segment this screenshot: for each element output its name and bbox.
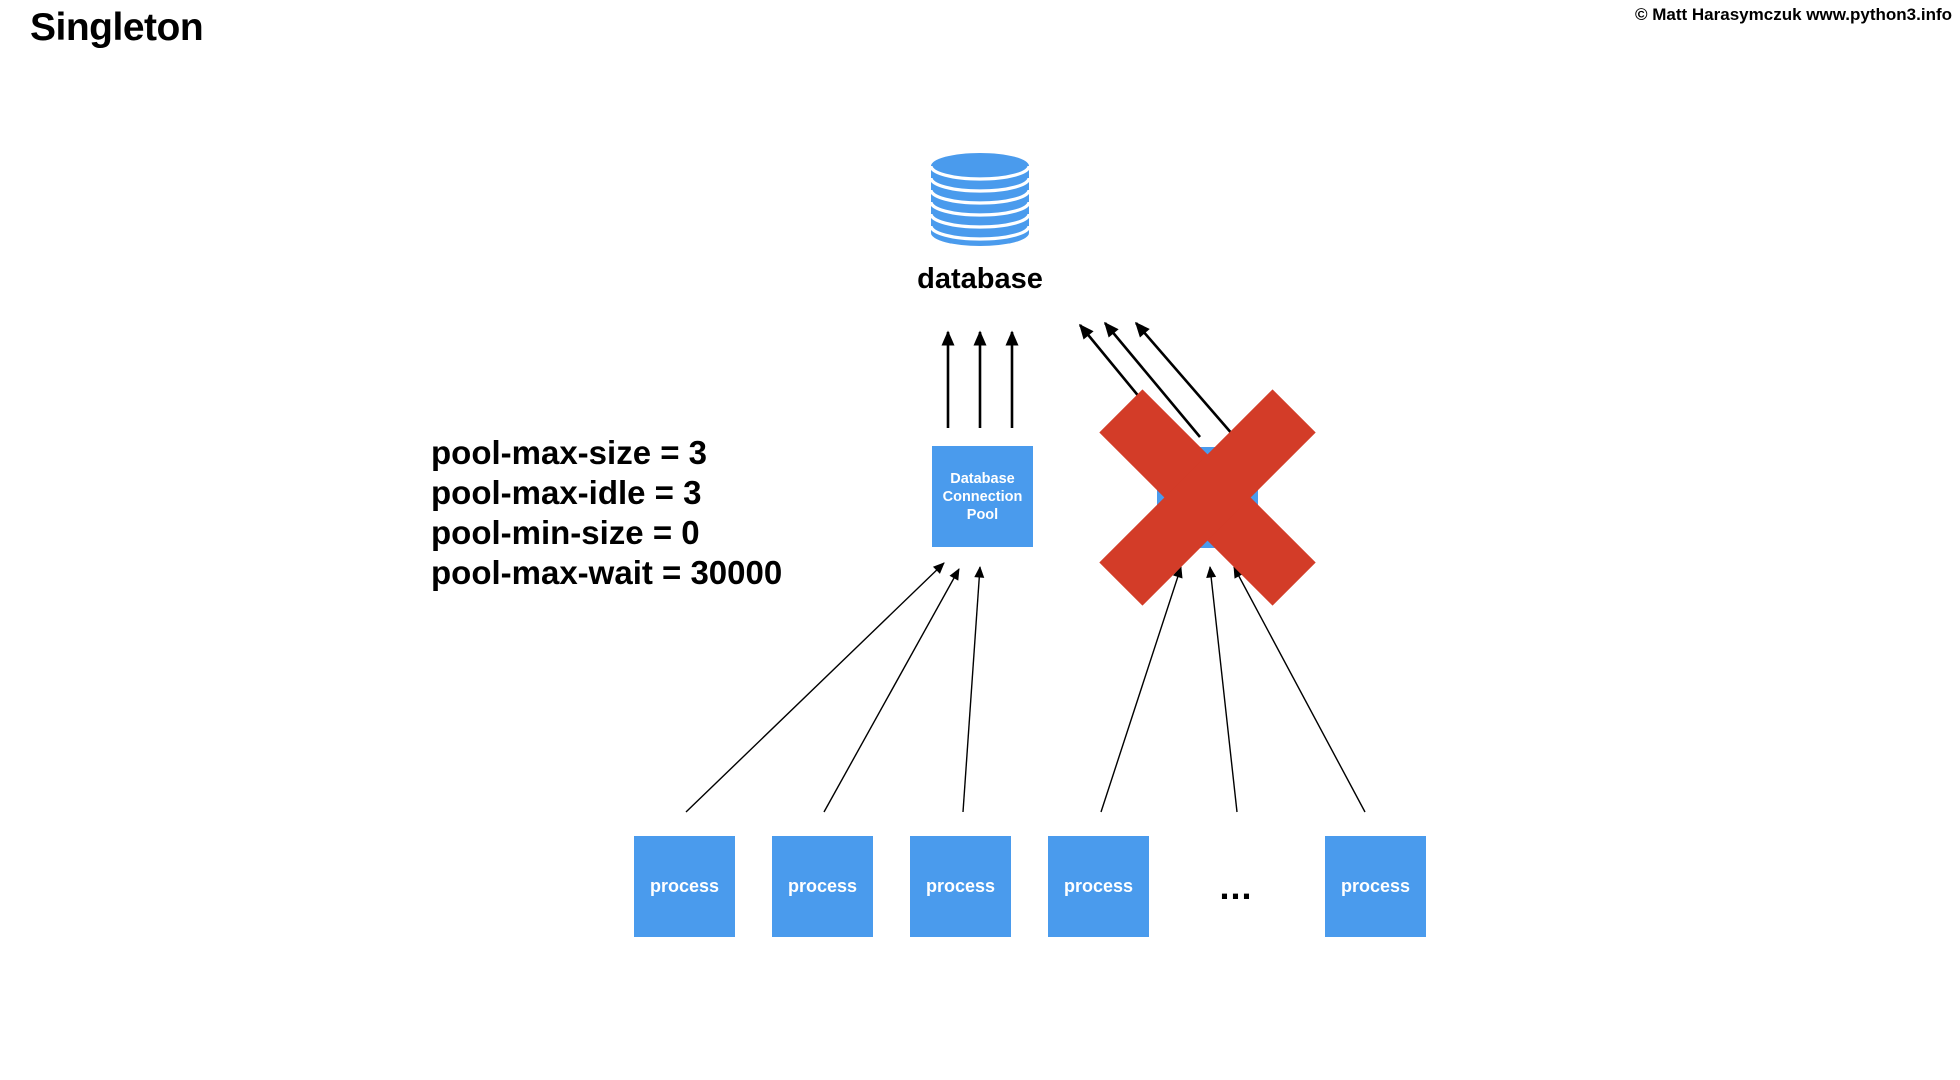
page-title: Singleton	[30, 6, 204, 49]
database-cylinder-icon	[929, 152, 1031, 247]
pool-parameters: pool-max-size = 3 pool-max-idle = 3 pool…	[431, 433, 782, 593]
process-label: process	[925, 876, 996, 896]
database-label: database	[917, 263, 1043, 295]
param-line: pool-max-wait = 30000	[431, 554, 783, 591]
process-label: process	[1340, 876, 1411, 896]
process-box-5: process	[1325, 836, 1426, 937]
process-box-2: process	[772, 836, 873, 937]
param-line: pool-min-size = 0	[431, 514, 700, 551]
copyright-note: © Matt Harasymczuk www.python3.info	[1635, 5, 1952, 24]
process-box-4: process	[1048, 836, 1149, 937]
process-label: process	[1063, 876, 1134, 896]
process-label: process	[649, 876, 720, 896]
pool-box-label-line: Database	[950, 470, 1015, 487]
pool-box-label-line: Connection	[942, 488, 1023, 505]
process-box-1: process	[634, 836, 735, 937]
param-line: pool-max-size = 3	[431, 434, 708, 471]
pool-to-database-arrows	[941, 330, 1019, 428]
more-processes-ellipsis: ...	[1219, 865, 1253, 907]
process-to-pool-arrows	[685, 562, 985, 813]
pool-box-label-line: Pool	[966, 506, 999, 523]
database-connection-pool-box: Database Connection Pool	[932, 446, 1033, 547]
process-box-3: process	[910, 836, 1011, 937]
param-line: pool-max-idle = 3	[431, 474, 702, 511]
process-label: process	[787, 876, 858, 896]
process-to-crossed-pool-arrows	[1100, 566, 1366, 813]
